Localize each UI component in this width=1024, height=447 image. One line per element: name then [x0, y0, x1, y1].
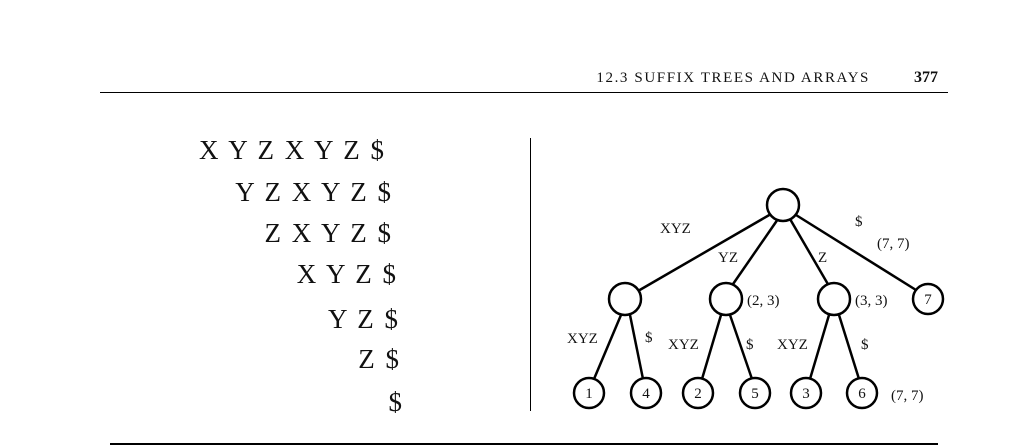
root-node — [765, 187, 801, 223]
tree-leaf-circles — [572, 282, 945, 410]
leaf-circle-5 — [738, 376, 772, 410]
interval-label: (2, 3) — [747, 293, 780, 309]
leaf-numbers: 7 1 4 2 5 3 6 — [585, 292, 932, 402]
edge-root-mid1 — [729, 218, 780, 288]
edge-label: $ — [855, 214, 863, 230]
edge-labels: XYZ YZ Z $ XYZ $ XYZ $ XYZ $ — [567, 214, 869, 353]
edge-root-right — [795, 213, 917, 292]
edge-root-left — [637, 212, 772, 293]
page-number: 377 — [914, 69, 938, 86]
edge-n2-left — [700, 314, 723, 380]
section-title: 12.3 SUFFIX TREES AND ARRAYS — [596, 70, 870, 86]
edge-label: $ — [645, 330, 653, 346]
interval-label: (7, 7) — [891, 388, 924, 404]
leaf-circle-3 — [789, 376, 823, 410]
edge-label: XYZ — [777, 337, 808, 353]
leaf-label: 1 — [585, 386, 593, 402]
leaf-label: 7 — [924, 292, 932, 308]
edge-label: Z — [818, 250, 827, 266]
edge-label: $ — [861, 337, 869, 353]
suffix-row: Y Z $ — [328, 304, 400, 334]
edge-label: XYZ — [567, 331, 598, 347]
suffix-row: X Y Z $ — [296, 259, 398, 289]
interval-annotations: (7, 7) (2, 3) (3, 3) (7, 7) — [747, 236, 924, 404]
edge-root-mid2 — [788, 218, 831, 287]
leaf-label: 4 — [642, 386, 650, 402]
leaf-circle-4 — [629, 376, 663, 410]
suffix-row: X Y Z X Y Z $ — [199, 135, 386, 165]
page-header: 12.3 SUFFIX TREES AND ARRAYS 377 — [100, 68, 948, 93]
internal-node-3 — [816, 281, 852, 317]
edge-n3-left — [808, 314, 831, 380]
edge-label: $ — [746, 337, 754, 353]
interval-label: (3, 3) — [855, 293, 888, 309]
leaf-label: 3 — [802, 386, 810, 402]
figure-bottom-rule — [110, 443, 938, 445]
edge-label: XYZ — [668, 337, 699, 353]
leaf-label: 2 — [694, 386, 702, 402]
internal-node-2 — [708, 281, 744, 317]
edge-label: YZ — [718, 250, 738, 266]
leaf-circle-1 — [572, 376, 606, 410]
edge-n3-right — [837, 314, 861, 380]
internal-node-1 — [607, 281, 643, 317]
suffix-row: $ — [388, 387, 404, 417]
leaf-circle-6 — [845, 376, 879, 410]
leaf-circle-7 — [911, 282, 945, 316]
edge-n1-right — [628, 314, 645, 380]
suffix-row: Y Z X Y Z $ — [235, 177, 393, 207]
edge-n2-right — [728, 314, 754, 380]
leaf-label: 6 — [858, 386, 866, 402]
leaf-label: 5 — [751, 386, 759, 402]
interval-label: (7, 7) — [877, 236, 910, 252]
suffix-row: Z $ — [358, 344, 401, 374]
edge-n1-left — [592, 314, 623, 380]
vertical-divider — [530, 138, 532, 411]
leaf-circle-2 — [681, 376, 715, 410]
tree-edges — [592, 212, 917, 380]
edge-label: XYZ — [660, 221, 691, 237]
suffix-row: Z X Y Z $ — [264, 218, 393, 248]
suffix-list: X Y Z X Y Z $ Y Z X Y Z $ Z X Y Z $ X Y … — [0, 0, 420, 447]
tree-internal-nodes — [607, 187, 852, 317]
